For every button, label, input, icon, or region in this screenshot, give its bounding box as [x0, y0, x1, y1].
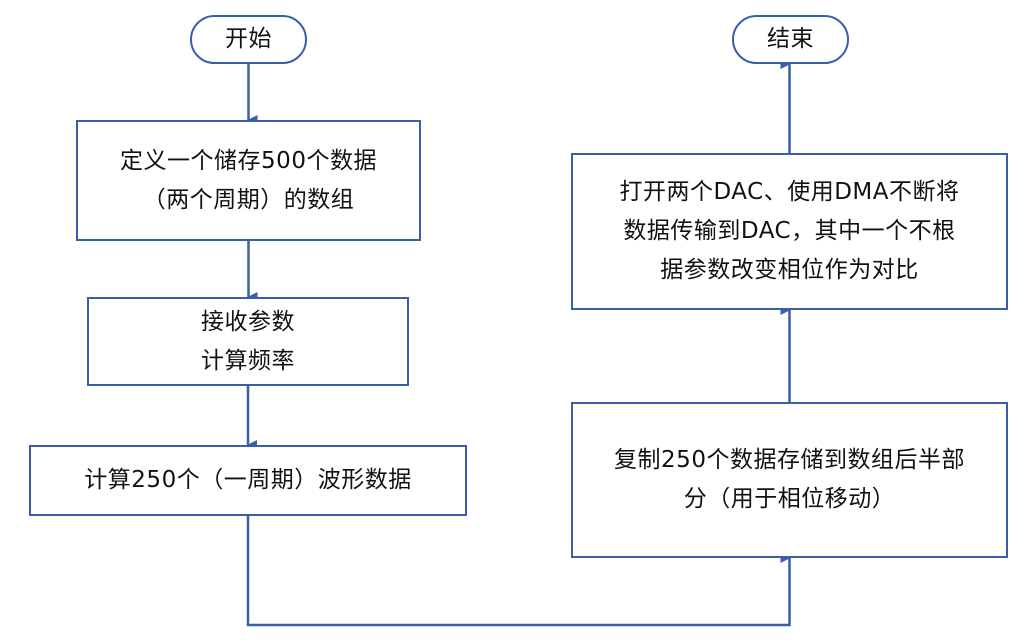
compute-waveform-step: 计算250个（一周期）波形数据: [29, 445, 467, 516]
compute-waveform-label: 计算250个（一周期）波形数据: [84, 467, 412, 493]
copy-data-label: 复制250个数据存储到数组后半部 分（用于相位移动）: [614, 447, 965, 512]
receive-params-label: 接收参数 计算频率: [201, 308, 295, 374]
open-dac-label: 打开两个DAC、使用DMA不断将 数据传输到DAC，其中一个不根 据参数改变相位…: [619, 179, 960, 283]
start-terminal: 开始: [190, 15, 307, 64]
define-array-label: 定义一个储存500个数据 （两个周期）的数组: [120, 147, 377, 213]
define-array-step: 定义一个储存500个数据 （两个周期）的数组: [76, 120, 421, 241]
connector-compute_waveform-to-copy_data: [246, 516, 791, 627]
start-label: 开始: [225, 26, 272, 52]
end-label: 结束: [767, 26, 814, 52]
receive-params-step: 接收参数 计算频率: [87, 297, 409, 386]
copy-data-step: 复制250个数据存储到数组后半部 分（用于相位移动）: [571, 402, 1008, 558]
open-dac-step: 打开两个DAC、使用DMA不断将 数据传输到DAC，其中一个不根 据参数改变相位…: [571, 153, 1008, 310]
end-terminal: 结束: [732, 15, 849, 64]
